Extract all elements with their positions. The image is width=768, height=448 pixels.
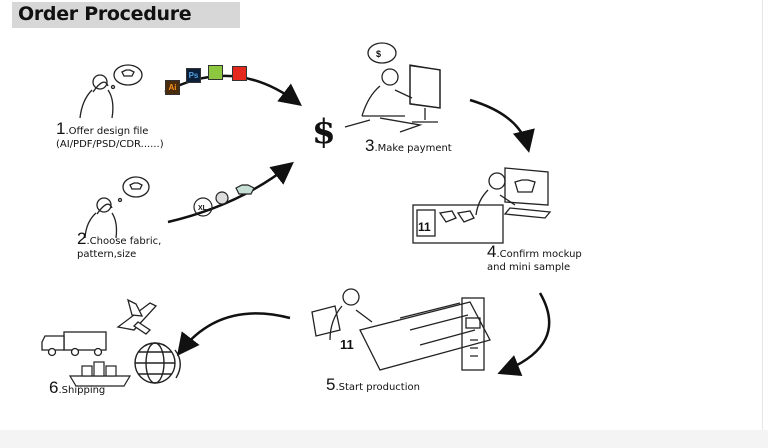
arrow-3-to-4 (470, 100, 528, 148)
airplane-icon (118, 300, 156, 334)
step-6-label: 6.Shipping (49, 381, 105, 397)
arrow-4-to-5 (502, 293, 549, 372)
bubble-dollar: $ (376, 49, 381, 59)
payment-dollar-icon: $ (312, 112, 336, 152)
step-4-label: 4.Confirm mockup and mini sample (487, 245, 582, 274)
person-at-computer-icon (345, 43, 440, 132)
step-1-label: 1.Offer design file (AI/PDF/PSD/CDR.....… (56, 122, 164, 151)
person-designer-icon (80, 65, 142, 118)
person-mockup-icon (413, 168, 550, 243)
step-3-label: 3.Make payment (365, 139, 452, 155)
truck-icon (42, 332, 106, 356)
ai-file-icon: Ai (165, 80, 180, 95)
ps-file-icon: Ps (186, 68, 201, 83)
globe-icon (135, 343, 180, 383)
size-tag-text: XL (198, 205, 208, 212)
arrow-5-to-6 (180, 313, 290, 352)
step-2-label: 2.Choose fabric, pattern,size (77, 232, 161, 261)
person-choosing-icon (85, 177, 149, 238)
cdr-file-icon (208, 65, 223, 80)
pdf-file-icon (232, 66, 247, 81)
jersey-number-production: 11 (340, 337, 354, 352)
production-machine-icon (312, 289, 490, 370)
step-5-label: 5.Start production (326, 378, 420, 394)
jersey-number-mockup: 11 (418, 220, 431, 234)
arrow-2-to-3 (168, 165, 290, 222)
